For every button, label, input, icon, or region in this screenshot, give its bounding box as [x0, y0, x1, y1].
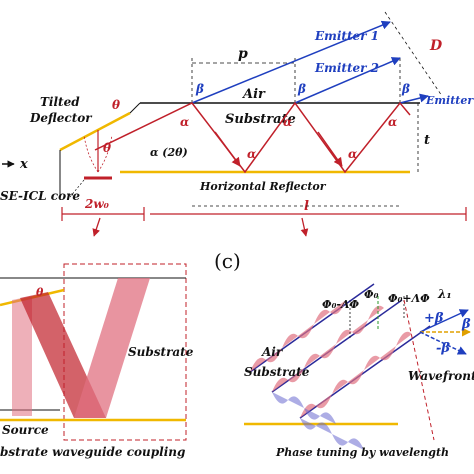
t-label: t	[424, 133, 430, 148]
emitter-1-label: Emitter 1	[314, 29, 379, 43]
emitter-1-ray	[191, 20, 391, 104]
emitter-2-label: Emitter 2	[314, 61, 379, 75]
theta-label: θ	[36, 286, 44, 299]
l-label: l	[304, 199, 309, 214]
substrate-label: Substrate	[244, 365, 310, 379]
p-label: p	[238, 46, 248, 62]
horizontal-reflector-label: Horizontal Reflector	[199, 180, 327, 193]
alpha-label-1: α	[180, 115, 189, 129]
pointer-down-right	[300, 217, 309, 237]
tilted-deflector	[59, 111, 131, 152]
air-label: Air	[241, 87, 266, 102]
beta-right-label: β	[461, 317, 471, 332]
phi-minus-label: Φ₀-ΛΦ	[322, 298, 360, 311]
tilted-deflector-edge	[129, 102, 141, 114]
beta-label-2: β	[297, 82, 306, 96]
plus-beta-label: +β	[424, 311, 444, 326]
d-label: D	[429, 38, 443, 54]
substrate-label: Substrate	[225, 112, 296, 127]
air-label: Air	[261, 345, 284, 359]
theta-top-label: θ	[112, 98, 120, 112]
caption-right: Phase tuning by wavelength	[275, 446, 449, 459]
alpha-label-4: α	[247, 147, 256, 161]
beta-label-1: β	[195, 82, 204, 96]
bottom-left-panel: θ Substrate Source bstrate waveguide cou…	[0, 263, 194, 459]
emitter-2-ray	[294, 57, 401, 104]
ray-arrow-2	[317, 131, 343, 167]
plus-beta-arrow	[419, 309, 469, 333]
core-label: SE-ICL core	[0, 189, 80, 203]
top-panel: p D Emitter 1 Emitter 2 Emitter β β β Ai…	[0, 11, 474, 237]
emitter-n-label: Emitter	[425, 94, 474, 107]
emitter-n-ray	[399, 93, 429, 104]
alpha-label-3: α	[388, 115, 397, 129]
tilted-label-line2: Deflector	[29, 111, 93, 125]
phi-plus-label: Φ₀+ΛΦ	[388, 292, 430, 305]
minus-beta-arrow	[419, 331, 467, 355]
wavefront-label: Wavefront	[408, 369, 474, 383]
caption-left: bstrate waveguide coupling	[0, 445, 185, 459]
alpha-label-2: α	[283, 115, 292, 129]
two-w0-label: 2w₀	[84, 197, 110, 211]
beta-label-3: β	[401, 82, 410, 96]
d-dimension-line	[384, 11, 443, 97]
alpha-label-5: α	[348, 147, 357, 161]
substrate-label: Substrate	[128, 345, 194, 359]
core-emission-fan	[83, 130, 113, 173]
source-label: Source	[2, 423, 49, 437]
minus-beta-label: -β	[436, 341, 450, 356]
internal-reflection-path	[94, 101, 411, 174]
pointer-down-left	[92, 217, 101, 237]
bottom-right-panel: Φ₀-ΛΦ Φ₀ Φ₀+ΛΦ λ₁ +β β -β Air Substrate …	[244, 283, 474, 459]
wavefront-line	[403, 299, 435, 441]
lambda1-label: λ₁	[437, 287, 452, 301]
x-axis-label: x	[19, 157, 28, 172]
tilted-label-line1: Tilted	[40, 95, 80, 109]
theta-mid-label: θ	[103, 141, 111, 155]
phi0-label: Φ₀	[364, 288, 379, 301]
alpha-2theta-label: α (2θ)	[150, 146, 188, 159]
beam-up	[74, 278, 150, 418]
panel-c-label: (c)	[214, 249, 241, 273]
wave-lobes	[250, 300, 412, 450]
beam-vertical	[12, 296, 32, 416]
ray-arrow-1	[214, 131, 241, 167]
